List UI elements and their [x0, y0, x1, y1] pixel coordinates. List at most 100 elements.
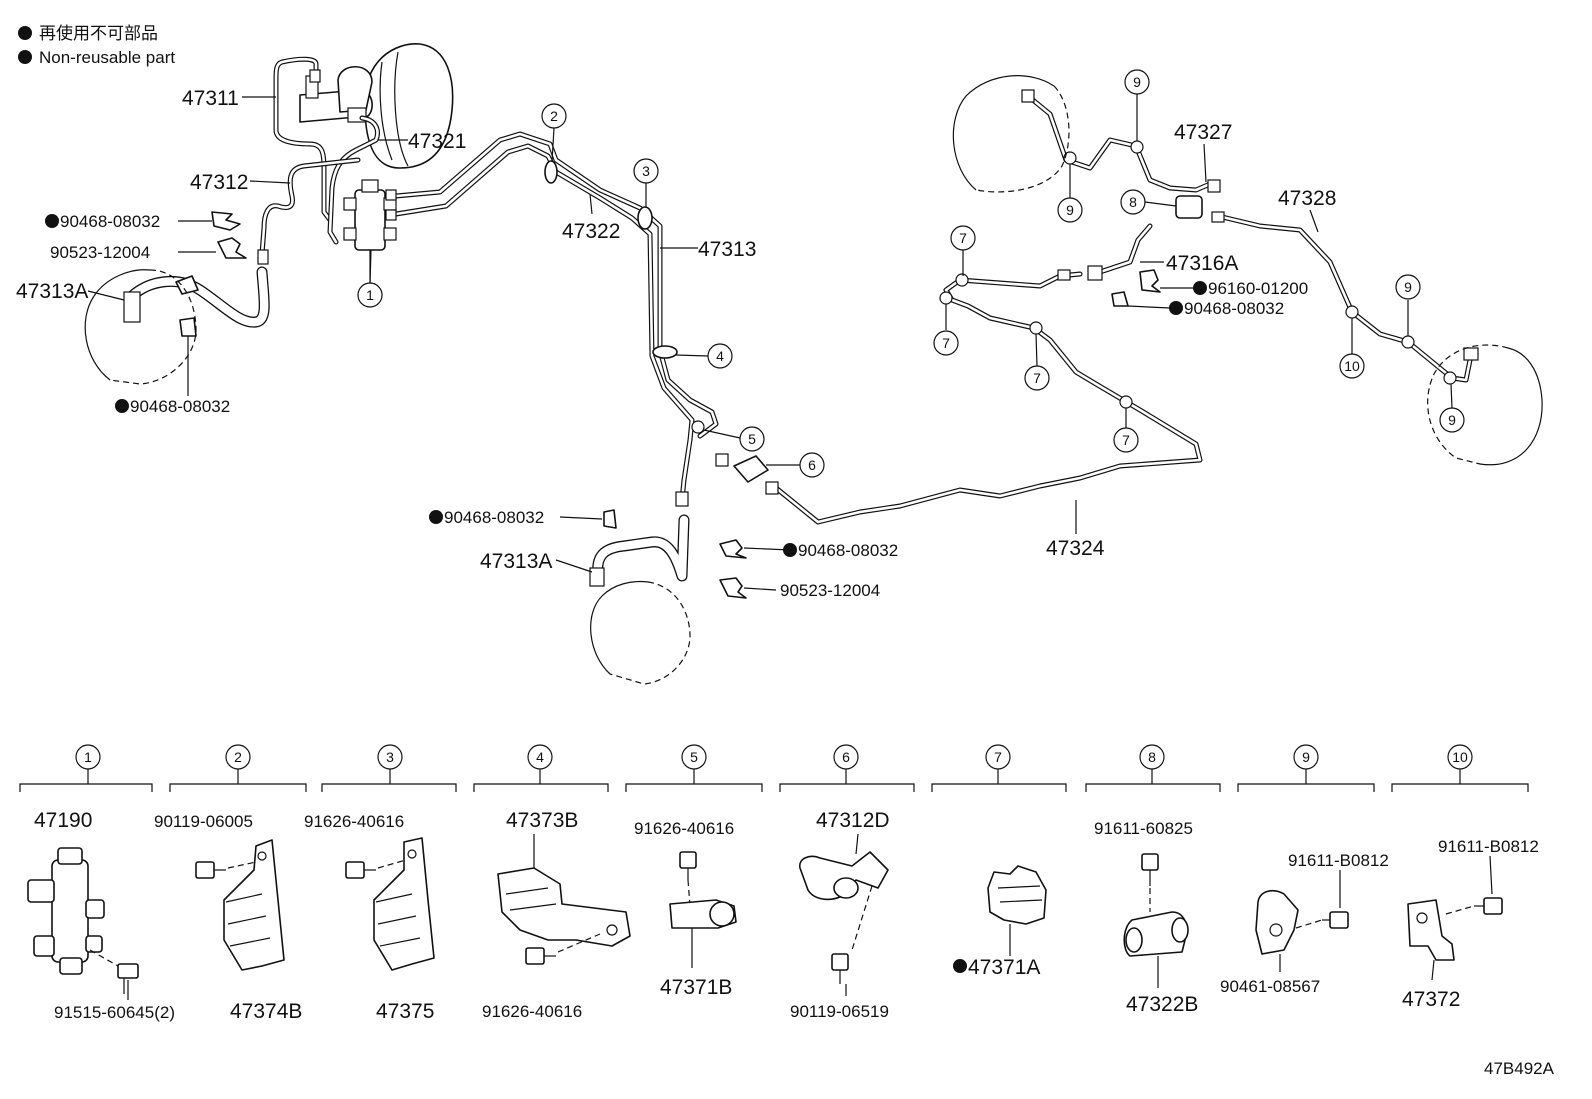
svg-text:1: 1 [366, 287, 374, 303]
svg-text:9: 9 [1302, 749, 1310, 765]
clip-icon [719, 577, 747, 599]
svg-text:8: 8 [1129, 194, 1137, 210]
part-label: 47321 [408, 130, 466, 153]
part-label: 47316A [1166, 252, 1238, 275]
callout-3: 3 [633, 158, 659, 184]
part-label: 47374B [230, 1000, 302, 1023]
part-label: 91515-60645(2) [54, 1003, 175, 1022]
part-label: 90468-08032 [1184, 299, 1284, 318]
pipe-clamp-icon [799, 851, 889, 901]
svg-text:9: 9 [1404, 279, 1412, 295]
callout-6: 6 [799, 452, 825, 478]
non-reusable-dot-icon [18, 26, 32, 40]
part-label: 47313A [16, 280, 88, 303]
bolt-icon [1322, 911, 1349, 929]
part-label: 47313 [698, 238, 756, 261]
svg-text:1: 1 [84, 749, 92, 765]
callout-9: 9 [1057, 197, 1083, 223]
pipe-fittings [257, 69, 1479, 507]
part-label: 47327 [1174, 121, 1232, 144]
part-label: 91611-B0812 [1438, 837, 1539, 856]
svg-text:5: 5 [748, 431, 756, 447]
legend-jp-text: 再使用不可部品 [39, 23, 158, 43]
brake-pipes [259, 56, 1477, 525]
detail-8: 8 91611-60825 47322B [1085, 744, 1221, 1016]
callout-7: 7 [1113, 427, 1139, 453]
part-label: 90468-08032 [444, 508, 544, 527]
svg-text:7: 7 [959, 230, 967, 246]
part-label: 47313A [480, 550, 552, 573]
legend: 再使用不可部品 Non-reusable part [18, 23, 175, 67]
part-label: 96160-01200 [1208, 279, 1308, 298]
callout-2: 2 [541, 103, 567, 129]
proportioning-valve-icon [27, 847, 105, 975]
callout-5: 5 [739, 426, 765, 452]
pipe-clamp-icon [669, 899, 737, 929]
diagram-code: 47B492A [1484, 1059, 1555, 1078]
callout-4: 4 [707, 343, 733, 369]
non-reusable-dot-icon [45, 214, 59, 228]
svg-text:3: 3 [642, 163, 650, 179]
detail-1: 1 47190 91515-60645(2) [19, 744, 175, 1022]
svg-text:3: 3 [386, 749, 394, 765]
detail-9: 9 91611-B0812 90461-08567 [1220, 744, 1389, 996]
legend-en-text: Non-reusable part [39, 48, 175, 67]
non-reusable-dot-icon [115, 399, 129, 413]
part-label: 47372 [1402, 988, 1460, 1011]
detail-2: 2 90119-06005 47374B [154, 744, 307, 1023]
leader-lines [87, 94, 1453, 591]
part-label: 91626-40616 [634, 819, 734, 838]
svg-text:7: 7 [1033, 370, 1041, 386]
part-label: 90468-08032 [798, 541, 898, 560]
part-label: 47328 [1278, 187, 1336, 210]
detail-7: 7 47371A [931, 744, 1067, 979]
part-label: 47324 [1046, 537, 1105, 560]
callout-1: 1 [357, 282, 383, 308]
non-reusable-dot-icon [783, 543, 797, 557]
non-reusable-dot-icon [429, 510, 443, 524]
bolt-icon [345, 861, 376, 879]
svg-text:7: 7 [994, 749, 1002, 765]
svg-text:7: 7 [942, 335, 950, 351]
bolt-icon [195, 861, 226, 879]
part-label: 90468-08032 [60, 212, 160, 231]
part-label: 47371B [660, 976, 732, 999]
part-label: 47373B [506, 809, 578, 832]
pipe-clamp-bracket-icon [223, 839, 285, 971]
svg-text:9: 9 [1448, 412, 1456, 428]
bolt-icon [117, 963, 139, 994]
clip-icon [211, 211, 241, 231]
part-label: 90523-12004 [780, 581, 880, 600]
part-label: 47190 [34, 809, 92, 832]
svg-text:9: 9 [1066, 202, 1074, 218]
svg-text:4: 4 [716, 348, 724, 364]
part-label: 90468-08032 [130, 397, 230, 416]
bolt-icon [525, 947, 556, 965]
detail-10: 10 91611-B0812 47372 [1391, 744, 1539, 1011]
detail-5: 5 91626-40616 47371B [625, 744, 763, 999]
bolt-icon [1474, 897, 1503, 915]
non-reusable-dot-icon [953, 959, 967, 973]
callout-7: 7 [950, 225, 976, 251]
svg-text:7: 7 [1122, 432, 1130, 448]
part-label: 90119-06005 [154, 812, 253, 831]
clip-icon [603, 509, 617, 529]
callout-9: 9 [1395, 274, 1421, 300]
svg-text:6: 6 [808, 457, 816, 473]
detail-3: 3 91626-40616 47375 [304, 744, 457, 1023]
pipe-clamp-bracket-icon [373, 837, 435, 971]
clip-icon [217, 237, 247, 259]
svg-text:2: 2 [550, 108, 558, 124]
part-label: 47371A [968, 956, 1040, 979]
part-label: 47375 [376, 1000, 434, 1023]
callout-7: 7 [1024, 365, 1050, 391]
svg-text:6: 6 [842, 749, 850, 765]
upper-part-labels: 47311 47321 47312 90468-08032 90523-1200… [16, 87, 1336, 600]
callout-10: 10 [1339, 353, 1365, 379]
non-reusable-dot-icon [1193, 281, 1207, 295]
svg-text:8: 8 [1148, 749, 1156, 765]
part-label: 91626-40616 [482, 1002, 582, 1021]
clip-icon [1111, 291, 1129, 307]
callout-8: 8 [1120, 189, 1146, 215]
